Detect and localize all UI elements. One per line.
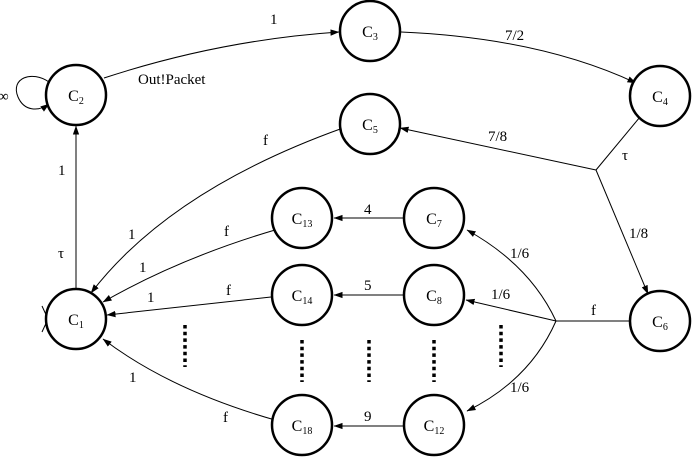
state-node-c7: C7	[402, 186, 466, 250]
label-branch-c6: 1/8	[629, 226, 648, 242]
node-c1-letter: C	[68, 312, 79, 329]
svg-text:C18: C18	[292, 418, 313, 437]
label-branch-c12: 1/6	[510, 380, 530, 396]
state-node-c14: C14	[270, 263, 334, 327]
label-c14-c1-f: f	[226, 283, 231, 299]
label-c13-c1-rate: 1	[139, 260, 147, 276]
state-node-c8: C8	[402, 263, 466, 327]
label-branch-c8: 1/6	[491, 287, 511, 303]
label-branch-c7: 1/6	[510, 246, 530, 262]
state-node-c13: C13	[270, 186, 334, 250]
state-node-c2: C2	[44, 63, 108, 127]
edge-branch-c12	[466, 320, 557, 412]
node-c14-letter: C	[292, 288, 303, 305]
state-node-c5: C5	[338, 92, 402, 156]
edge-c5-c1	[90, 127, 344, 294]
node-c7-letter: C	[426, 211, 437, 228]
label-c2-c3-action: Out!Packet	[138, 72, 206, 88]
node-c2-letter: C	[68, 88, 79, 105]
node-c8-letter: C	[426, 288, 437, 305]
svg-text:C8: C8	[426, 288, 442, 307]
node-c7-sub: 7	[437, 219, 442, 230]
node-c18-sub: 18	[302, 426, 312, 437]
label-c6-f: f	[591, 303, 596, 319]
label-c4-tau: τ	[622, 148, 628, 164]
label-c18-c1-f: f	[223, 410, 228, 426]
edge-c4-branch	[595, 116, 641, 171]
label-c8-c14: 5	[364, 278, 372, 294]
label-c7-c13: 4	[364, 202, 372, 218]
edge-c18-c1	[102, 338, 276, 421]
edge-labels: ∞ 1 Out!Packet 7/2 τ 7/8 1/8 1 τ f 1 f 1…	[0, 12, 648, 426]
node-c3-sub: 3	[373, 32, 378, 43]
edge-branch-c8	[465, 298, 557, 322]
edge-c2-self-loop	[15, 75, 50, 112]
label-c2-c3-rate: 1	[270, 12, 278, 28]
svg-text:C2: C2	[68, 88, 84, 107]
ellipsis-dots	[183, 325, 503, 382]
state-node-c6: C6	[628, 289, 692, 353]
state-node-c1: C1	[44, 287, 108, 351]
svg-text:C1: C1	[68, 312, 84, 331]
node-c12-letter: C	[424, 418, 435, 435]
label-branch-c5: 7/8	[488, 129, 507, 145]
label-c5-c1-f: f	[263, 133, 268, 149]
edge-branch-c7	[466, 229, 557, 322]
node-c13-letter: C	[292, 211, 303, 228]
edge-c2-c3	[103, 29, 340, 79]
node-c13-sub: 13	[302, 219, 312, 230]
svg-text:C14: C14	[292, 288, 313, 307]
edge-branch-c6	[595, 169, 649, 295]
edge-c3-c4	[400, 31, 637, 84]
svg-text:C13: C13	[292, 211, 313, 230]
state-node-c12: C12	[402, 393, 466, 457]
node-c4-letter: C	[652, 89, 663, 106]
label-c3-c4: 7/2	[505, 28, 524, 44]
node-c5-sub: 5	[373, 125, 378, 136]
label-c2-loop: ∞	[0, 89, 9, 105]
edge-branch-c5	[399, 126, 597, 171]
state-node-c3: C3	[338, 0, 402, 63]
node-c5-letter: C	[362, 117, 373, 134]
svg-text:C7: C7	[426, 211, 442, 230]
node-c12-sub: 12	[434, 426, 444, 437]
node-c3-letter: C	[362, 24, 373, 41]
node-c8-sub: 8	[437, 296, 442, 307]
state-node-c18: C18	[270, 393, 334, 457]
svg-text:C3: C3	[362, 24, 378, 43]
node-c6-letter: C	[652, 314, 663, 331]
svg-text:C12: C12	[424, 418, 445, 437]
node-c6-sub: 6	[663, 322, 668, 333]
edges	[15, 29, 649, 430]
label-c13-c1-f: f	[224, 224, 229, 240]
state-node-c4: C4	[628, 64, 692, 128]
label-c14-c1-rate: 1	[147, 290, 155, 306]
node-c14-sub: 14	[302, 296, 312, 307]
node-c4-sub: 4	[663, 97, 668, 108]
svg-text:C5: C5	[362, 117, 378, 136]
label-c1-c2-tau: τ	[58, 246, 64, 262]
label-c12-c18: 9	[364, 409, 372, 425]
node-c2-sub: 2	[79, 96, 84, 107]
svg-text:C4: C4	[652, 89, 668, 108]
edge-c14-c1	[106, 296, 272, 318]
label-c18-c1-rate: 1	[129, 370, 137, 386]
node-c18-letter: C	[292, 418, 303, 435]
label-c5-c1-rate: 1	[128, 227, 136, 243]
edge-c13-c1	[102, 229, 276, 303]
label-c1-c2: 1	[58, 163, 66, 179]
node-c1-sub: 1	[79, 320, 84, 331]
svg-text:C6: C6	[652, 314, 668, 333]
